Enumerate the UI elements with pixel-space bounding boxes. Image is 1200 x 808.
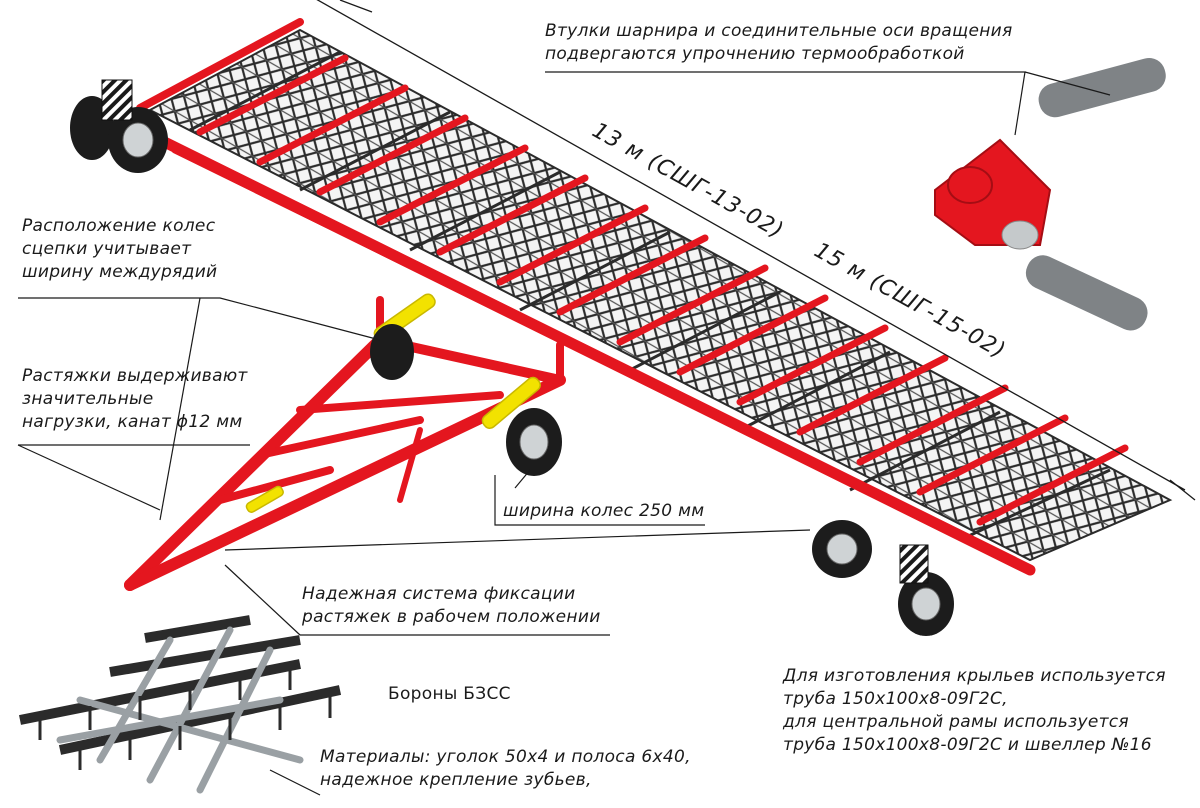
tow-frame [124, 296, 566, 591]
fixation-note: Надежная система фиксации растяжек в раб… [302, 584, 601, 627]
harrow-title: Бороны БЗСС [388, 684, 511, 704]
wheel-rear-left [70, 79, 168, 173]
harrow-field [147, 28, 1173, 562]
stays-note: Растяжки выдерживают значительные нагруз… [22, 366, 248, 432]
pipe-note: Для изготовления крыльев используется тр… [783, 666, 1166, 755]
wheel-center-right [506, 408, 562, 476]
harrow-detail [19, 615, 342, 794]
wheels-note: Расположение колес сцепки учитывает шири… [22, 216, 218, 282]
wheel-rear-right [812, 520, 954, 636]
dimension-lines [316, 0, 1196, 501]
wheels [70, 79, 954, 636]
wheel-width-note: ширина колес 250 мм [503, 501, 705, 521]
hinge-detail [934, 57, 1166, 331]
materials-note: Материалы: уголок 50х4 и полоса 6х40, на… [320, 747, 691, 790]
leader-lines [17, 71, 1111, 796]
wing-frame [114, 18, 1129, 576]
wheel-center-left [370, 324, 414, 380]
hinge-note: Втулки шарнира и соединительные оси вращ… [545, 21, 1013, 64]
